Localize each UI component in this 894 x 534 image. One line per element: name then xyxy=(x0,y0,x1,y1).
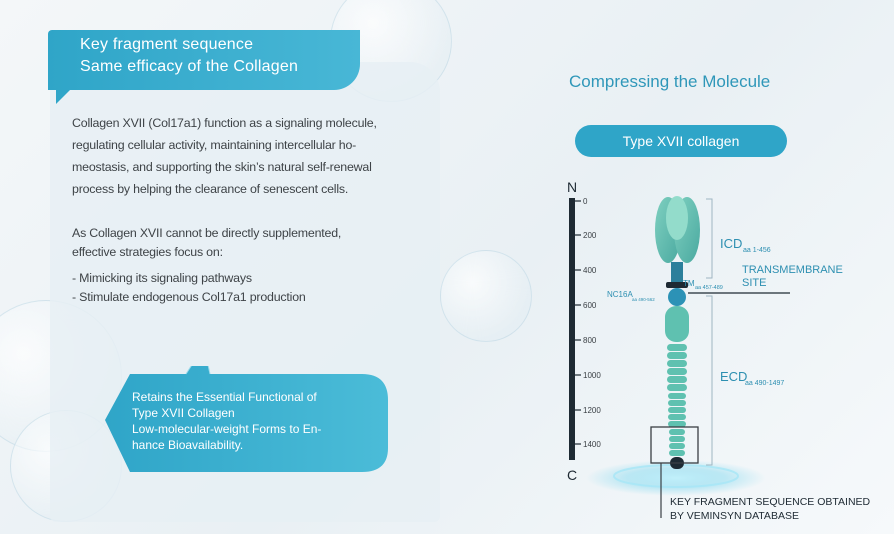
ecd-segment xyxy=(668,407,686,413)
ecd-segment xyxy=(667,384,687,391)
callout-line: hance Bioavailability. xyxy=(132,438,244,452)
transmembrane-label: TRANSMEMBRANE xyxy=(742,264,843,276)
collagen-type-pill: Type XVII collagen xyxy=(575,125,787,157)
header-tab-notch xyxy=(56,90,70,104)
paragraph-line: As Collagen XVII cannot be directly supp… xyxy=(72,226,342,240)
axis-tick-label: 200 xyxy=(583,231,597,240)
ecd-segment xyxy=(667,368,687,375)
stalk xyxy=(671,262,683,284)
nc16a-range-label: aa 490-562 xyxy=(632,297,655,302)
list-item: - Mimicking its signaling pathways xyxy=(72,271,252,285)
tm-label: TM xyxy=(683,279,695,288)
icd-label: ICD xyxy=(720,236,742,251)
ecd-domain-block xyxy=(665,306,689,342)
paragraph-line: meostasis, and supporting the skin’s nat… xyxy=(72,160,372,174)
header-line-2: Same efficacy of the Collagen xyxy=(80,58,299,75)
axis-tick-label: 0 xyxy=(583,197,588,206)
callout-line: Type XVII Collagen xyxy=(132,406,235,420)
ecd-segment xyxy=(667,376,687,383)
key-fragment-label: BY VEMINSYN DATABASE xyxy=(670,510,799,522)
ecd-segment xyxy=(669,429,685,435)
callout-line: Low-molecular-weight Forms to En- xyxy=(132,422,322,436)
paragraph-line: regulating cellular activity, maintainin… xyxy=(72,138,357,152)
ecd-segment xyxy=(668,421,686,427)
icd-bracket xyxy=(706,198,713,279)
axis-tick-label: 1400 xyxy=(583,440,601,449)
key-fragment-label: KEY FRAGMENT SEQUENCE OBTAINED xyxy=(670,496,871,508)
background-bubble xyxy=(440,250,532,342)
ecd-segment xyxy=(668,393,686,399)
ecd-segment xyxy=(669,450,685,456)
transmembrane-label: SITE xyxy=(742,277,766,289)
axis-tick-label: 800 xyxy=(583,336,597,345)
ecd-bracket xyxy=(706,295,713,466)
section-title: Compressing the Molecule xyxy=(569,72,771,91)
ecd-segment xyxy=(669,443,685,449)
header-line-1: Key fragment sequence xyxy=(80,36,254,53)
ecd-segments xyxy=(667,344,687,456)
header-tab: Key fragment sequence Same efficacy of t… xyxy=(48,30,360,104)
sequence-axis xyxy=(569,198,575,460)
axis-ticks xyxy=(575,200,581,445)
axis-c-terminus: C xyxy=(567,467,577,483)
description-paragraph: Collagen XVII (Col17a1) function as a si… xyxy=(72,112,422,200)
icd-head xyxy=(655,196,700,263)
list-item: - Stimulate endogenous Col17a1 productio… xyxy=(72,290,306,304)
ecd-segment xyxy=(667,352,687,359)
axis-tick-label: 1000 xyxy=(583,371,601,380)
paragraph-line: process by helping the clearance of sene… xyxy=(72,182,349,196)
ecd-segment xyxy=(669,436,685,442)
ecd-segment xyxy=(667,360,687,367)
callout-line: Retains the Essential Functional of xyxy=(132,390,317,404)
ecd-segment xyxy=(668,414,686,420)
strategy-list: - Mimicking its signaling pathways - Sti… xyxy=(72,269,422,307)
tm-segment xyxy=(666,282,688,288)
axis-tick-label: 1200 xyxy=(583,406,601,415)
ecd-range-label: aa 490-1497 xyxy=(745,380,784,387)
strategy-paragraph: As Collagen XVII cannot be directly supp… xyxy=(72,224,422,262)
tm-range-label: aa 457-489 xyxy=(695,285,723,291)
axis-n-terminus: N xyxy=(567,179,577,195)
key-fragment-box xyxy=(650,426,699,464)
ecd-label: ECD xyxy=(720,369,747,384)
callout-shape xyxy=(105,366,388,472)
axis-tick-label: 600 xyxy=(583,301,597,310)
paragraph-line: effective strategies focus on: xyxy=(72,245,223,259)
callout-text: Retains the Essential Functional of Type… xyxy=(132,389,382,453)
nc16a-domain xyxy=(668,288,686,306)
icd-range-label: aa 1-456 xyxy=(743,247,771,254)
paragraph-line: Collagen XVII (Col17a1) function as a si… xyxy=(72,116,377,130)
icd-lobe xyxy=(666,196,688,240)
axis-tick-label: 400 xyxy=(583,266,597,275)
ecd-segment xyxy=(668,400,686,406)
ecd-segment xyxy=(667,344,687,351)
nc16a-label: NC16A xyxy=(607,290,633,299)
